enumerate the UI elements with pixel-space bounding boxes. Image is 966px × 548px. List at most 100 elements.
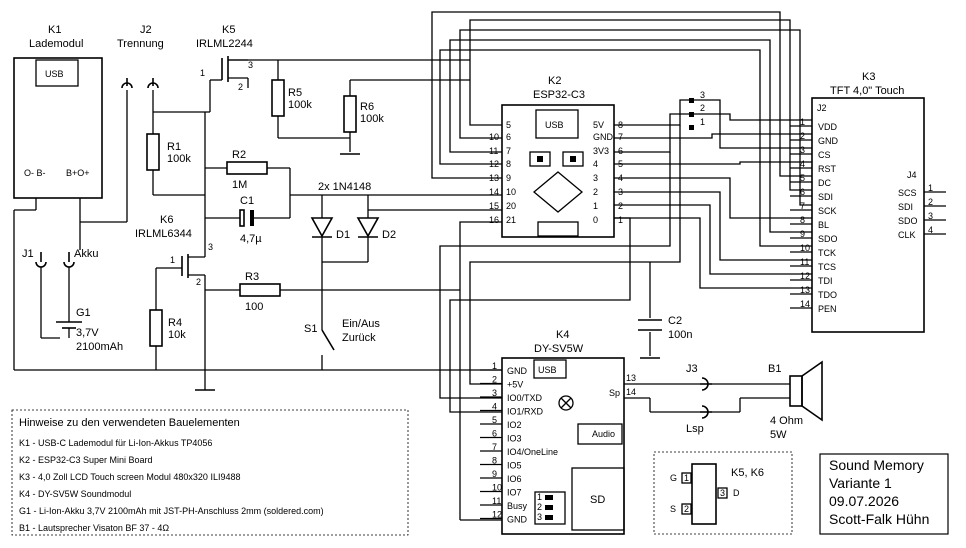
r5-resistor: R5 100k (271, 79, 312, 117)
g1-ref: G1 (76, 307, 91, 319)
j3-speaker-jack: J3 Lsp (686, 363, 712, 435)
r3-resistor: R3 100 (239, 271, 281, 313)
r5-ref: R5 (288, 87, 302, 99)
k2-left-pin: 21 (506, 215, 516, 225)
k3-pin-number: 5 (800, 173, 805, 183)
k3-pin-number: 4 (800, 159, 805, 169)
k3-pin-label: BL (818, 220, 829, 230)
k4-spk-pin14: 14 (626, 387, 636, 397)
power-jumper: 3 2 1 (689, 90, 705, 130)
k3-pin-number: 10 (800, 243, 810, 253)
k3-pin-label: RST (818, 164, 837, 174)
d2-diode: D2 (356, 217, 396, 241)
k4-pin-label: IO4/OneLine (507, 447, 558, 457)
j3-ref: J3 (686, 363, 698, 375)
k1-usb: USB (45, 69, 64, 79)
k5-mosfet: K5 IRLML2244 3 1 2 (196, 24, 253, 92)
k3-pin-label: SDO (818, 234, 838, 244)
k3-pin-label: TDO (818, 290, 837, 300)
g1-battery: G1 3,7V 2100mAh (56, 307, 123, 353)
k3-pin-label: GND (818, 136, 839, 146)
k5-ref: K5 (222, 24, 235, 36)
j1-battery-connector: J1 Akku (22, 248, 98, 268)
k2-left-pin: 20 (506, 201, 516, 211)
k3-pin-number: 3 (800, 145, 805, 155)
k4-pin-number: 3 (492, 388, 497, 398)
k2-left-pin: 5 (506, 120, 511, 130)
j1-label: Akku (74, 248, 98, 260)
notes-title: Hinweise zu den verwendeten Bauelementen (19, 417, 240, 429)
k2-name: ESP32-C3 (533, 89, 585, 101)
k3-pin-label: DC (818, 178, 831, 188)
legend-title: K5, K6 (731, 467, 764, 479)
k4-usb: USB (538, 365, 557, 375)
b1-power: 5W (770, 429, 787, 441)
d1-ref: D1 (336, 229, 350, 241)
k4-pin-number: 6 (492, 429, 497, 439)
k4-pin-number: 10 (492, 483, 502, 493)
k4-ref: K4 (556, 329, 569, 341)
k6-pin3: 3 (208, 242, 213, 252)
k2-left-pin-number: 11 (489, 146, 498, 156)
r2-ref: R2 (232, 149, 246, 161)
legend-n2: 2 (684, 504, 689, 514)
k6-mosfet: K6 IRLML6344 3 1 2 (135, 214, 213, 287)
note-line: B1 - Lautsprecher Visaton BF 37 - 4Ω (19, 523, 169, 533)
k2-ref: K2 (548, 75, 561, 87)
k6-ref: K6 (160, 214, 173, 226)
k2-right-pin: 3 (593, 173, 598, 183)
d1-diode: D1 (310, 217, 350, 241)
k2-left-pin-number: 15 (489, 201, 499, 211)
k2-left-pin-number: 14 (489, 187, 499, 197)
k2-left-pin-number: 10 (489, 132, 499, 142)
r4-resistor: R4 10k (149, 309, 186, 347)
k4-pin-number: 2 (492, 375, 497, 385)
r3-ref: R3 (245, 271, 259, 283)
k6-name: IRLML6344 (135, 228, 192, 240)
g1-voltage: 3,7V (76, 327, 99, 339)
k4-pin-label: IO0/TXD (507, 393, 543, 403)
k3-pin-number: 2 (800, 131, 805, 141)
k2-right-pin: 4 (593, 159, 598, 169)
k6-pin2: 2 (196, 277, 201, 287)
k2-right-pin: 2 (593, 187, 598, 197)
k4-pin-label: +5V (507, 380, 523, 390)
k4-pin-label: Busy (507, 501, 528, 511)
j1-ref: J1 (22, 248, 34, 260)
k6-pin1: 1 (170, 255, 175, 265)
r1-val: 100k (167, 153, 191, 165)
svg-text:3: 3 (537, 512, 542, 522)
r4-ref: R4 (168, 317, 182, 329)
k3-pin-label: PEN (818, 304, 837, 314)
k4-pin-label: IO2 (507, 420, 522, 430)
jmp-pin2: 2 (700, 103, 705, 113)
c2-ref: C2 (668, 315, 682, 327)
c1-val: 4,7µ (240, 233, 262, 245)
c1-ref: C1 (240, 195, 254, 207)
k3-pin-number: 14 (800, 299, 810, 309)
k3-j2: J2 (817, 103, 827, 113)
r1-resistor: R1 100k (146, 133, 191, 171)
k5-name: IRLML2244 (196, 38, 253, 50)
k4-audio: Audio (592, 429, 615, 439)
r4-val: 10k (168, 329, 186, 341)
k4-sp: Sp (609, 388, 620, 398)
k2-right-pin: 5V (593, 120, 604, 130)
k4-pin-number: 7 (492, 442, 497, 452)
k2-left-pin: 9 (506, 173, 511, 183)
k1-name: Lademodul (29, 38, 83, 50)
k3-pin-number: 7 (800, 201, 805, 211)
k4-pin-label: IO6 (507, 474, 522, 484)
s1-switch: S1 Ein/Aus Zurück (304, 318, 380, 351)
svg-text:1: 1 (537, 492, 542, 502)
k2-esp32: K2 ESP32-C3 USB 567891020211011121314151… (489, 75, 623, 238)
k2-right-pin: 3V3 (593, 146, 609, 156)
k1-out-plus: B+O+ (66, 168, 90, 178)
k1-out-minus: O- B- (24, 168, 46, 178)
note-line: K4 - DY-SV5W Soundmodul (19, 489, 131, 499)
k5-pin3: 3 (248, 60, 253, 70)
d2-ref: D2 (382, 229, 396, 241)
k4-pin-number: 12 (492, 510, 502, 520)
k3-pin-label: CS (818, 150, 831, 160)
jmp-pin3: 3 (700, 90, 705, 100)
